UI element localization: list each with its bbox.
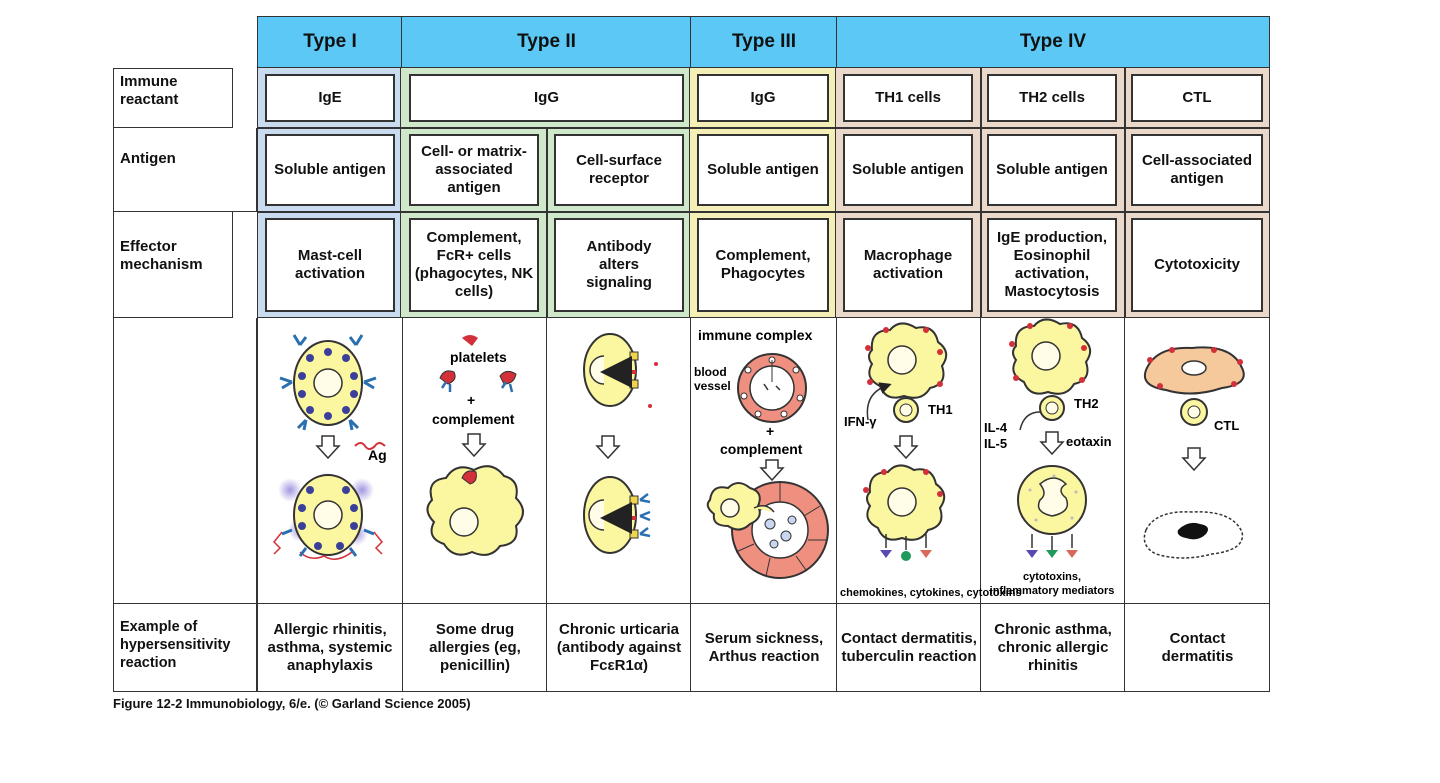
separator-type4-sub1 <box>980 68 982 318</box>
separator-type2-sub <box>546 128 548 318</box>
row-label-effector: Effector mechanism <box>113 212 233 318</box>
example-cell-th1 <box>837 604 981 692</box>
effector-type3: Complement, Phagocytes <box>697 218 829 312</box>
example-type1: Allergic rhinitis, asthma, systemic anap… <box>267 621 393 674</box>
reactant-th2: TH2 cells <box>987 74 1117 122</box>
antigen-th1: Soluble antigen <box>843 134 973 206</box>
separator-type4-sub2 <box>1124 68 1126 318</box>
separator-row1 <box>257 127 1270 129</box>
effector-type2a: Complement, FcR+ cells (phagocytes, NK c… <box>409 218 539 312</box>
effector-type1: Mast-cell activation <box>265 218 395 312</box>
effector-type2b: Antibody alters signaling <box>554 218 684 312</box>
illus-cell-ctl <box>1125 318 1270 604</box>
reactant-type2: IgG <box>409 74 684 122</box>
header-type1: Type I <box>257 16 403 68</box>
figure-caption: Figure 12-2 Immunobiology, 6/e. (© Garla… <box>113 696 471 711</box>
row-label-immune-reactant: Immune reactant <box>113 68 233 128</box>
reactant-ctl: CTL <box>1131 74 1263 122</box>
antigen-type3: Soluble antigen <box>697 134 829 206</box>
illus-cell-type2a <box>403 318 547 604</box>
example-cell-type3 <box>691 604 837 692</box>
example-cell-th2 <box>981 604 1125 692</box>
antigen-type1: Soluble antigen <box>265 134 395 206</box>
antigen-ctl: Cell-associated antigen <box>1131 134 1263 206</box>
example-cell-ctl <box>1125 604 1270 692</box>
effector-th1: Macrophage activation <box>843 218 973 312</box>
reactant-th1: TH1 cells <box>843 74 973 122</box>
antigen-type2a: Cell- or matrix-associated antigen <box>409 134 539 206</box>
header-type4: Type IV <box>836 16 1270 68</box>
illus-cell-th1 <box>837 318 981 604</box>
example-th2: Chronic asthma, chronic allergic rhiniti… <box>994 621 1112 674</box>
header-type2: Type II <box>401 16 692 68</box>
antigen-th2: Soluble antigen <box>987 134 1117 206</box>
reactant-type3: IgG <box>697 74 829 122</box>
effector-th2: IgE production, Eosinophil activation, M… <box>987 218 1117 312</box>
effector-ctl: Cytotoxicity <box>1131 218 1263 312</box>
example-cell-type1 <box>257 604 403 692</box>
example-th1: Contact dermatitis, tuberculin reaction <box>841 630 977 665</box>
row-label-blank <box>113 318 257 604</box>
illus-cell-th2 <box>981 318 1125 604</box>
reactant-type1: IgE <box>265 74 395 122</box>
antigen-type2b: Cell-surface receptor <box>554 134 684 206</box>
separator-row2 <box>257 211 1270 213</box>
illus-cell-type2b <box>547 318 691 604</box>
example-type3: Serum sickness, Arthus reaction <box>704 630 824 665</box>
row-label-example: Example of hypersensitivity reaction <box>113 604 257 692</box>
example-cell-type2b <box>547 604 691 692</box>
example-cell-type2a <box>403 604 547 692</box>
header-type3: Type III <box>690 16 838 68</box>
row-label-antigen: Antigen <box>113 128 257 212</box>
example-type2b: Chronic urticaria (antibody against FcεR… <box>556 621 682 674</box>
example-type2a: Some drug allergies (eg, penicillin) <box>429 621 521 674</box>
illus-cell-type1 <box>257 318 403 604</box>
illus-cell-type3 <box>691 318 837 604</box>
example-ctl: Contact dermatitis <box>1161 630 1234 665</box>
